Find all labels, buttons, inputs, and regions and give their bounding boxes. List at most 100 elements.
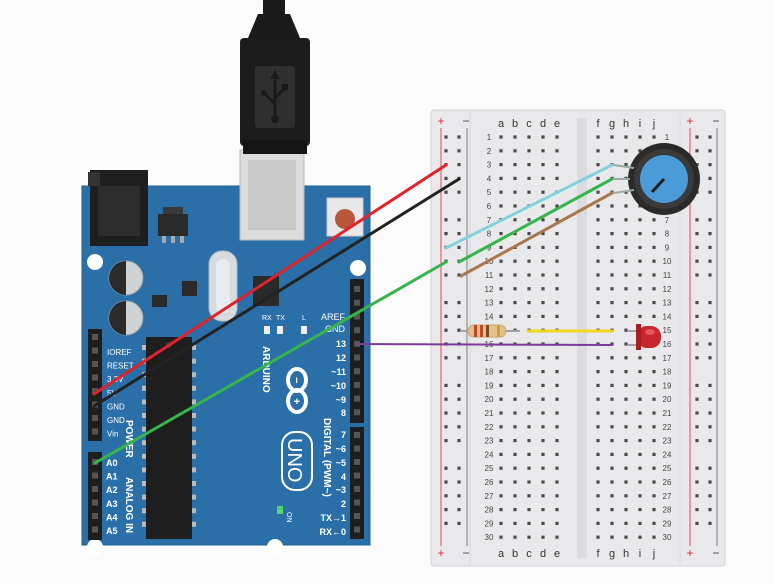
breadboard-hole[interactable] [624, 356, 628, 360]
header-pin[interactable] [354, 313, 360, 320]
rail-hole[interactable] [708, 328, 712, 332]
breadboard-hole[interactable] [527, 466, 531, 470]
rail-hole[interactable] [457, 439, 461, 443]
breadboard-hole[interactable] [652, 397, 656, 401]
breadboard-hole[interactable] [610, 287, 614, 291]
breadboard-hole[interactable] [624, 245, 628, 249]
header-pin[interactable] [354, 499, 360, 506]
breadboard-hole[interactable] [541, 425, 545, 429]
breadboard-hole[interactable] [638, 508, 642, 512]
digital-header-lower[interactable] [350, 427, 364, 539]
breadboard-hole[interactable] [555, 259, 559, 263]
breadboard-hole[interactable] [638, 411, 642, 415]
rail-hole[interactable] [457, 411, 461, 415]
rail-hole[interactable] [695, 342, 699, 346]
rail-hole[interactable] [695, 314, 699, 318]
rail-hole[interactable] [457, 466, 461, 470]
breadboard-hole[interactable] [596, 190, 600, 194]
breadboard-hole[interactable] [624, 370, 628, 374]
rail-hole[interactable] [708, 466, 712, 470]
rail-hole[interactable] [695, 521, 699, 525]
breadboard-hole[interactable] [596, 301, 600, 305]
power-jack-icon[interactable] [88, 170, 148, 246]
breadboard-hole[interactable] [624, 535, 628, 539]
rail-hole[interactable] [444, 176, 448, 180]
breadboard-hole[interactable] [513, 287, 517, 291]
breadboard-hole[interactable] [652, 508, 656, 512]
breadboard-hole[interactable] [638, 273, 642, 277]
header-pin[interactable] [354, 409, 360, 416]
breadboard-hole[interactable] [555, 204, 559, 208]
breadboard-hole[interactable] [541, 466, 545, 470]
header-pin[interactable] [92, 334, 98, 340]
breadboard-hole[interactable] [624, 301, 628, 305]
breadboard-hole[interactable] [499, 439, 503, 443]
breadboard-hole[interactable] [555, 218, 559, 222]
header-pin[interactable] [354, 327, 360, 334]
breadboard-hole[interactable] [499, 425, 503, 429]
breadboard-hole[interactable] [596, 287, 600, 291]
breadboard-hole[interactable] [596, 383, 600, 387]
breadboard-hole[interactable] [596, 425, 600, 429]
breadboard-hole[interactable] [541, 494, 545, 498]
breadboard-hole[interactable] [652, 273, 656, 277]
breadboard-hole[interactable] [638, 149, 642, 153]
breadboard-hole[interactable] [610, 508, 614, 512]
rail-hole[interactable] [444, 314, 448, 318]
rail-hole[interactable] [457, 301, 461, 305]
breadboard-hole[interactable] [652, 452, 656, 456]
rail-hole[interactable] [695, 480, 699, 484]
rail-hole[interactable] [708, 314, 712, 318]
breadboard-hole[interactable] [610, 149, 614, 153]
breadboard-hole[interactable] [638, 425, 642, 429]
header-pin[interactable] [92, 374, 98, 381]
breadboard-hole[interactable] [638, 204, 642, 208]
breadboard-hole[interactable] [596, 176, 600, 180]
breadboard-hole[interactable] [555, 232, 559, 236]
potentiometer-icon[interactable] [613, 143, 700, 215]
breadboard-hole[interactable] [527, 370, 531, 374]
breadboard-hole[interactable] [652, 411, 656, 415]
header-pin[interactable] [92, 486, 98, 492]
rail-hole[interactable] [708, 149, 712, 153]
breadboard-hole[interactable] [596, 466, 600, 470]
breadboard-hole[interactable] [527, 535, 531, 539]
breadboard-hole[interactable] [610, 218, 614, 222]
rail-hole[interactable] [444, 383, 448, 387]
breadboard-hole[interactable] [513, 163, 517, 167]
usb-port-icon[interactable] [239, 149, 305, 241]
breadboard-hole[interactable] [513, 301, 517, 305]
rail-hole[interactable] [695, 135, 699, 139]
breadboard-hole[interactable] [541, 383, 545, 387]
breadboard-hole[interactable] [638, 301, 642, 305]
breadboard-hole[interactable] [499, 535, 503, 539]
breadboard-hole[interactable] [555, 383, 559, 387]
breadboard-hole[interactable] [610, 425, 614, 429]
breadboard-hole[interactable] [638, 135, 642, 139]
breadboard-hole[interactable] [652, 232, 656, 236]
breadboard-hole[interactable] [555, 425, 559, 429]
breadboard-hole[interactable] [555, 314, 559, 318]
breadboard-hole[interactable] [527, 439, 531, 443]
breadboard-hole[interactable] [499, 383, 503, 387]
breadboard-hole[interactable] [624, 494, 628, 498]
header-pin[interactable] [354, 472, 360, 479]
breadboard-hole[interactable] [555, 245, 559, 249]
breadboard-hole[interactable] [610, 397, 614, 401]
breadboard-hole[interactable] [555, 149, 559, 153]
breadboard-hole[interactable] [596, 411, 600, 415]
rail-hole[interactable] [444, 508, 448, 512]
breadboard-hole[interactable] [499, 163, 503, 167]
header-pin[interactable] [354, 354, 360, 361]
rail-hole[interactable] [457, 508, 461, 512]
breadboard-hole[interactable] [638, 232, 642, 236]
breadboard-hole[interactable] [596, 218, 600, 222]
rail-hole[interactable] [444, 466, 448, 470]
header-pin[interactable] [92, 388, 98, 394]
breadboard-hole[interactable] [652, 466, 656, 470]
rail-hole[interactable] [708, 480, 712, 484]
rail-hole[interactable] [695, 439, 699, 443]
breadboard-hole[interactable] [499, 314, 503, 318]
breadboard-hole[interactable] [652, 494, 656, 498]
breadboard-hole[interactable] [499, 466, 503, 470]
